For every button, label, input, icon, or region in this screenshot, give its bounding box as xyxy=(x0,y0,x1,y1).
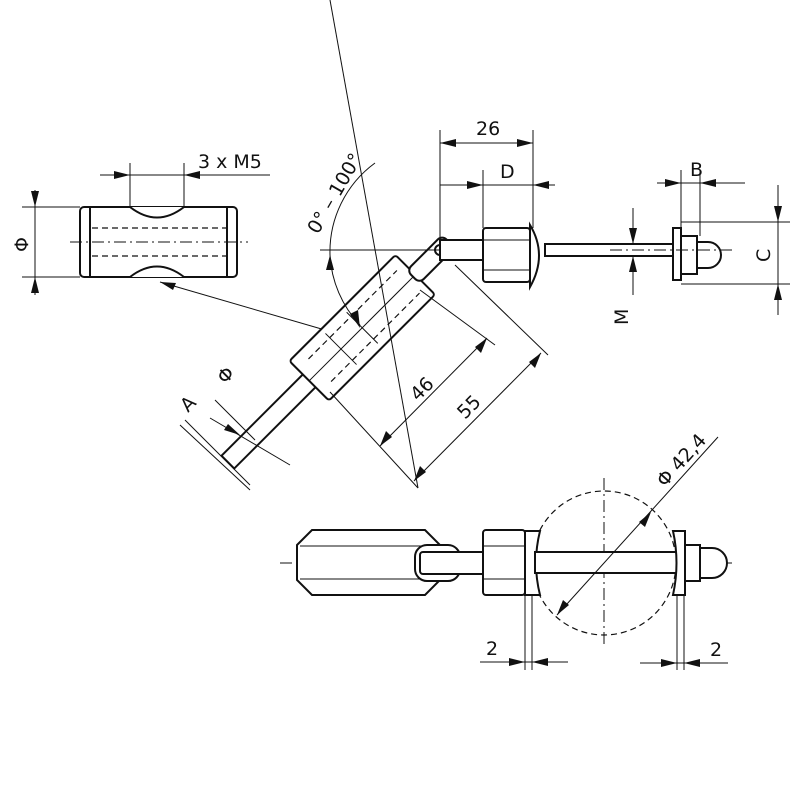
dim-M-label: M xyxy=(611,309,633,325)
ball-diameter-label: Φ 42,4 xyxy=(652,430,711,492)
dim-A-label: A xyxy=(176,392,201,417)
angled-lever xyxy=(220,236,454,470)
dim-B-label: B xyxy=(690,159,703,181)
left-diameter-label: Φ xyxy=(11,237,33,252)
dim-55-label: 55 xyxy=(453,391,486,424)
gap-right-label: 2 xyxy=(710,639,722,661)
gap-left-label: 2 xyxy=(486,638,498,660)
dim-26-label: 26 xyxy=(476,118,500,140)
cylinder-detail xyxy=(22,163,326,331)
angled-diameter-label: Φ xyxy=(213,362,239,388)
bottom-view xyxy=(280,478,735,648)
thread-label: 3 x M5 xyxy=(198,151,262,173)
dim-46-label: 46 xyxy=(406,373,439,406)
angle-label: 0° – 100° xyxy=(303,149,367,237)
dim-D-label: D xyxy=(500,161,515,183)
top-assembly xyxy=(439,221,735,291)
dim-C-label: C xyxy=(753,249,775,262)
